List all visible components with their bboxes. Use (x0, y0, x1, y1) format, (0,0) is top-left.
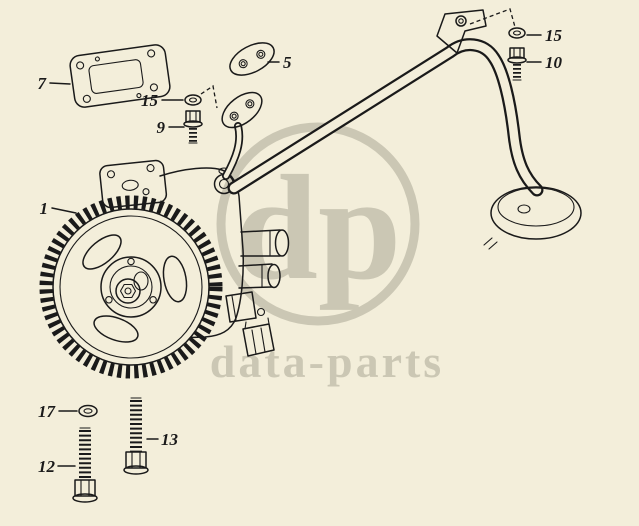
gear-teeth (39, 195, 223, 379)
callout-label-15-left: 15 (141, 91, 159, 110)
tube-bracket (436, 9, 487, 54)
leader-line (51, 207, 77, 214)
washer-right (508, 27, 526, 39)
gasket-plate (69, 44, 171, 108)
gear-cutout (82, 234, 122, 270)
callout-label-15-right: 15 (545, 26, 563, 45)
washer-left (184, 94, 202, 106)
bolt-13 (123, 397, 149, 475)
gear-hub (100, 256, 162, 318)
callout-label-10: 10 (545, 53, 563, 72)
oil-pump-gear (39, 195, 223, 379)
watermark-logo-circle (216, 122, 420, 326)
callout-label-1: 1 (40, 199, 49, 218)
callout-label-13: 13 (161, 430, 179, 449)
pump-cylinders (238, 229, 290, 289)
callout-label-7: 7 (38, 74, 48, 93)
watermark-text: data-parts (210, 336, 444, 387)
nut-17 (78, 404, 98, 418)
pump-outlet-block (225, 291, 275, 357)
oval-plates (221, 42, 275, 129)
callout-label-12: 12 (38, 457, 56, 476)
bolt-12 (72, 427, 98, 503)
shaft-hex (119, 283, 137, 299)
watermark: dp data-parts (210, 122, 444, 387)
callout-label-9: 9 (157, 118, 166, 137)
bolt-10 (507, 47, 527, 81)
callout-labels: 7 15 9 5 1 15 10 17 13 12 (38, 26, 563, 476)
gear-cutout (93, 315, 139, 343)
strainer-bell (483, 186, 582, 250)
gear-cutout (162, 255, 188, 303)
callout-label-17: 17 (38, 402, 57, 421)
leader-lines (49, 34, 542, 467)
dashed-bracket-left (200, 84, 218, 109)
leader-line (49, 82, 71, 85)
gear-web (52, 208, 210, 366)
dashed-bracket-right (469, 8, 516, 28)
pickup-tube-assembly (227, 9, 582, 250)
bolt-9 (183, 110, 203, 144)
callout-label-5: 5 (283, 53, 292, 72)
